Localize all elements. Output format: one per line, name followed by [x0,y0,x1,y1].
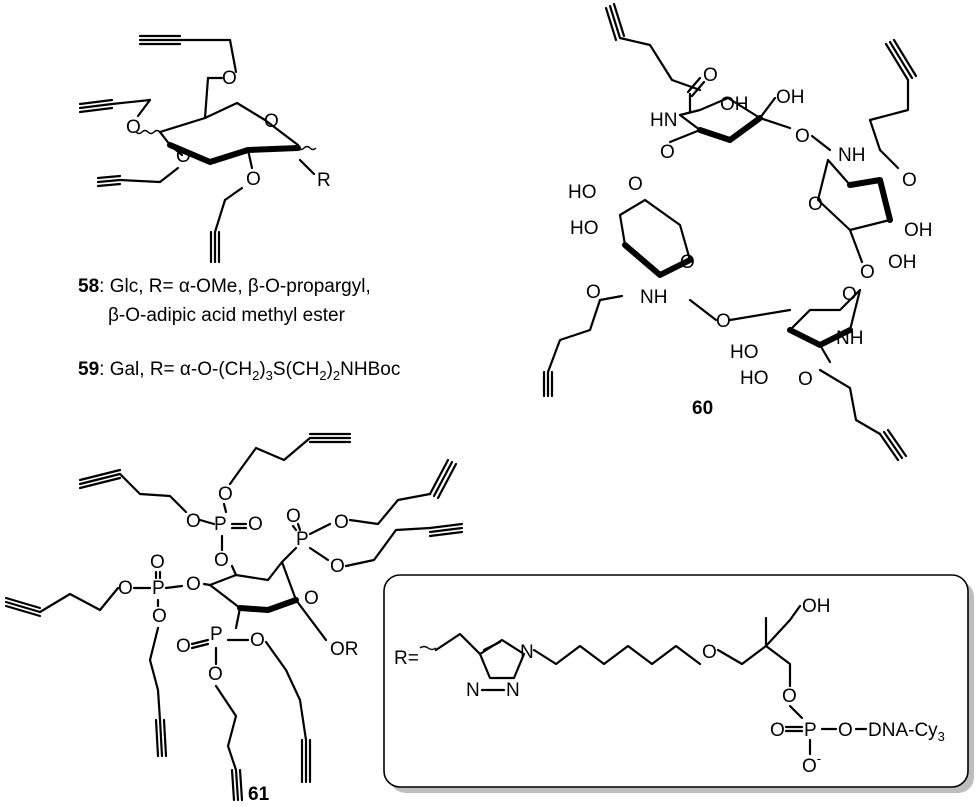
compound-61-label: 61 [248,784,270,805]
atom-O: O [176,146,191,167]
atom-O: O [222,68,237,89]
atom-OH: OH [802,596,831,617]
atom-NH: NH [836,328,863,349]
atom-O: O [208,664,223,685]
atom-NH: NH [640,287,667,308]
atom-O: O [702,642,717,663]
caption-58: 58: Glc, R= α-OMe, β-O-propargyl, [78,276,371,297]
atom-O: O [248,514,263,535]
ring-oxygen: O [660,142,675,163]
atom-O: O [795,126,810,147]
atom-HO: HO [568,182,597,203]
atom-P: P [210,624,223,645]
compound-61-structure: O P O O O P O O O O OR [4,432,464,802]
atom-O: O [286,506,301,527]
atom-O: O [186,511,201,532]
atom-O: O [246,169,261,190]
atom-O: O [716,311,731,332]
atom-HO: HO [570,218,599,239]
atom-O: O [703,65,718,86]
atom-HN: HN [650,110,677,131]
atom-P: P [296,529,309,550]
atom-O: O [586,282,601,303]
atom-O: O [214,550,229,571]
compound-60-label: 60 [692,398,713,419]
r-group-definition-box: R= N N N O OH O P O O DNA-Cy3 O- [383,574,974,793]
atom-HO: HO [730,342,759,363]
atom-HO: HO [740,368,769,389]
atom-O: O [152,606,167,627]
atom-N: N [520,642,534,663]
atom-O: O [628,174,643,195]
ring-oxygen: O [304,588,319,609]
dna-cy3-label: DNA-Cy3 [868,720,945,744]
ring-oxygen: O [808,194,823,215]
atom-OH: OH [888,252,917,273]
atom-O: O [150,552,165,573]
ring-oxygen: O [264,111,279,132]
atom-P: P [152,578,165,599]
captions-58-59: 58: Glc, R= α-OMe, β-O-propargyl, β-O-ad… [78,276,400,383]
atom-OH: OH [720,94,749,115]
atom-P: P [214,514,227,535]
atom-OH: OH [904,220,933,241]
atom-N: N [466,680,480,701]
atom-N: N [506,680,520,701]
atom-O: O [218,484,233,505]
box-frame [383,574,969,788]
atom-O: O [186,574,201,595]
compound-60-structure: O HN O OH OH O O NH O OH OH O O [542,2,933,462]
atom-O: O [770,720,785,741]
caption-59: 59: Gal, R= α-O-(CH2)3S(CH2)2NHBoc [78,359,400,383]
atom-O: O [334,512,349,533]
ring-front-edge [167,142,301,165]
atom-O: O [860,262,875,283]
atom-O-minus: O- [802,751,821,777]
compound-58-59-structure: O O O O O R [78,34,331,264]
atom-O: O [798,369,813,390]
atom-O: O [782,686,797,707]
ring-bond [158,101,300,147]
ring-oxygen: O [842,284,857,305]
atom-OR: OR [330,639,359,660]
atom-O: O [118,578,133,599]
r-equals-label: R= [394,648,419,669]
atom-O: O [126,117,141,138]
caption-58-line2: β-O-adipic acid methyl ester [108,305,346,326]
atom-OH: OH [776,87,805,108]
atom-O: O [902,170,917,191]
atom-O: O [838,720,853,741]
atom-O: O [176,636,191,657]
atom-O: O [250,630,265,651]
atom-NH: NH [838,145,865,166]
atom-R: R [317,170,331,191]
atom-P: P [804,720,817,741]
atom-O: O [330,556,345,577]
ring-oxygen: O [680,252,695,273]
